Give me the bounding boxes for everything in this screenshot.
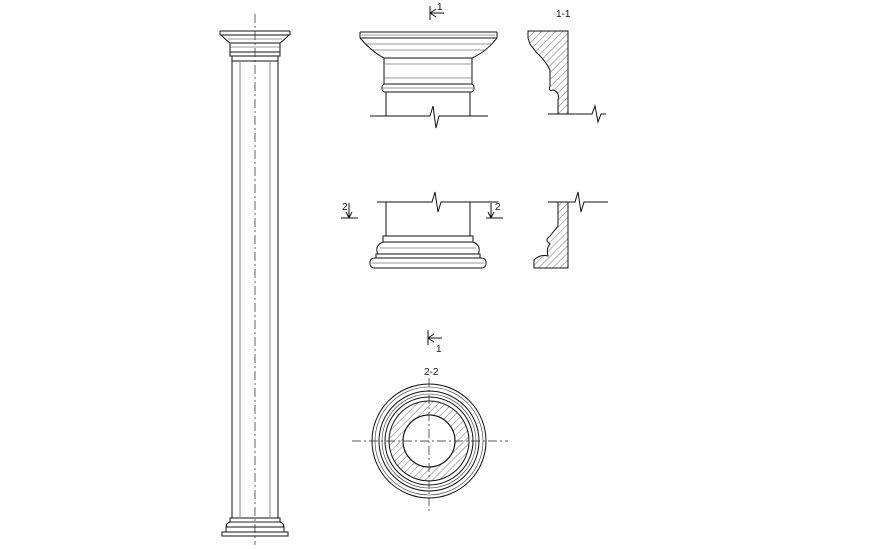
plan-section-2-2: 2-2 — [352, 367, 508, 512]
cut-label-2-left: 2 — [342, 202, 348, 213]
section-1-1-base-profile — [533, 191, 608, 269]
base-elevation — [369, 191, 498, 269]
cut-label-1-top: 1 — [437, 2, 443, 13]
cut-label-1-bottom: 1 — [436, 344, 442, 355]
section-marker-2-left: 2 — [341, 202, 358, 219]
capital-elevation — [359, 31, 498, 129]
section-marker-2-right: 2 — [486, 202, 503, 219]
cut-label-2-right: 2 — [495, 202, 501, 213]
column-elevation — [219, 14, 291, 545]
section-marker-1-top: 1 — [429, 2, 444, 20]
section-marker-1-bottom: 1 — [427, 330, 442, 355]
section-1-1-capital-profile: 1-1 — [527, 9, 606, 124]
section-2-2-title: 2-2 — [424, 367, 439, 378]
section-1-1-title: 1-1 — [556, 9, 571, 20]
